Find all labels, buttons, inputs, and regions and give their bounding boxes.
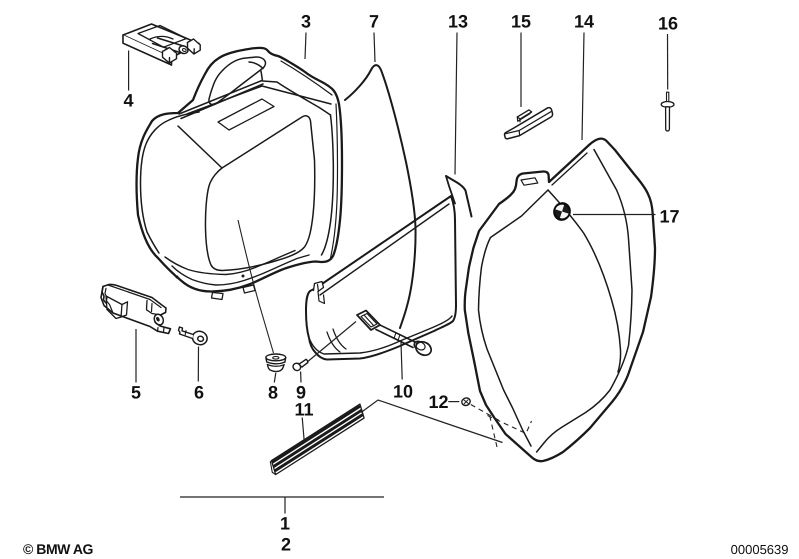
svg-text:13: 13 — [448, 12, 468, 32]
svg-text:4: 4 — [123, 91, 133, 111]
svg-text:7: 7 — [369, 12, 379, 32]
svg-text:6: 6 — [194, 383, 204, 403]
svg-text:17: 17 — [659, 207, 679, 227]
svg-text:3: 3 — [301, 12, 311, 32]
svg-text:9: 9 — [296, 383, 306, 403]
svg-text:8: 8 — [268, 383, 278, 403]
svg-text:11: 11 — [294, 400, 313, 420]
svg-text:2: 2 — [281, 535, 291, 555]
svg-text:16: 16 — [658, 14, 678, 34]
svg-text:© BMW AG: © BMW AG — [23, 541, 94, 557]
svg-text:14: 14 — [574, 12, 594, 32]
svg-text:00005639: 00005639 — [731, 542, 789, 557]
svg-text:12: 12 — [428, 392, 448, 412]
svg-text:5: 5 — [131, 383, 141, 403]
svg-text:10: 10 — [393, 382, 413, 402]
svg-text:1: 1 — [280, 514, 290, 534]
svg-text:15: 15 — [511, 12, 531, 32]
